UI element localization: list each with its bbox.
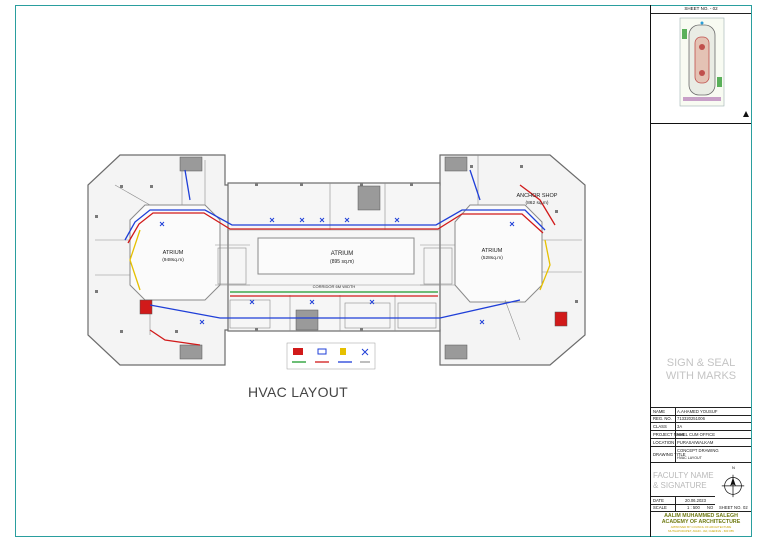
- tb-separator: [675, 439, 676, 446]
- hvac-legend: [286, 342, 376, 370]
- tb-value: 713320251006: [677, 416, 705, 421]
- atrium-right-label: ATRIUM: [482, 248, 503, 254]
- tb-row-class: CLASS 3A: [651, 423, 751, 431]
- atrium-left-area: (948sq.m): [162, 257, 184, 263]
- tb-label: LOCATION: [653, 440, 675, 445]
- tb-sheet-value: 02: [743, 505, 748, 510]
- tb-label: PROJECT NAME: [653, 432, 686, 437]
- north-arrow-small-icon: [743, 111, 749, 117]
- tb-label: DRAWING TITLE: [653, 452, 686, 457]
- sign-seal-line1: SIGN & SEAL: [666, 357, 736, 369]
- tb-value-sub: HVAC LAYOUT: [677, 456, 702, 460]
- tb-separator: [675, 447, 676, 462]
- tb-value: A.AHAMED YOUSUF: [677, 409, 718, 414]
- tb-row-project-name: PROJECT NAME MALL CUM OFFICE: [651, 431, 751, 439]
- service-cores: [139, 156, 568, 360]
- central-atrium-void: [257, 237, 415, 275]
- shop-partitions: [95, 155, 582, 341]
- tb-row-location: LOCATION PURASAIWALKAM: [651, 439, 751, 447]
- key-plan-divider: [651, 123, 751, 124]
- north-compass-icon: [721, 474, 745, 498]
- academy-sub1: APPROVED BY COUNCIL OF ARCHITECTURE: [670, 525, 732, 529]
- academy-address: APPROVED BY COUNCIL OF ARCHITECTURE MUTH…: [651, 525, 751, 533]
- tb-separator: [675, 497, 676, 504]
- tb-separator: [675, 504, 676, 511]
- tb-row-scale: SCALE 1 : 500 NO SHEET NO. 02: [651, 504, 751, 512]
- tb-value-nts: NO: [707, 505, 714, 510]
- academy-line1: AALIM MUHAMMED SALEGH: [664, 513, 738, 519]
- corridor-label: CORRIDOR 6M WIDTH: [313, 284, 356, 289]
- key-plan-thumbnail: [679, 17, 725, 107]
- sheet-border: [15, 5, 752, 537]
- atrium-center-area: (895 sq.m): [330, 259, 354, 265]
- tb-row-drawing-title: DRAWING TITLE CONCEPT DRAWING HVAC LAYOU…: [651, 447, 751, 463]
- sign-seal-line2: WITH MARKS: [665, 370, 737, 382]
- tb-value: 20.06.2023: [685, 498, 706, 503]
- tb-value: MALL CUM OFFICE: [677, 432, 716, 437]
- tb-label: CLASS: [653, 424, 667, 429]
- tb-row-date: DATE 20.06.2023: [651, 496, 715, 505]
- tb-sheet-label: SHEET NO.: [719, 505, 742, 510]
- faculty-signature-placeholder: FACULTY NAME & SIGNATURE: [653, 471, 714, 491]
- atrium-left-label: ATRIUM: [163, 250, 184, 256]
- tb-row-reg-no: REG. NO. 713320251006: [651, 415, 751, 423]
- academy-line2: ACADEMY OF ARCHITECTURE: [661, 519, 741, 525]
- layout-title: HVAC LAYOUT: [248, 384, 349, 400]
- tb-label: REG. NO.: [653, 416, 672, 421]
- tb-separator: [675, 415, 676, 422]
- atrium-right-area: (528sq.m): [481, 255, 503, 261]
- atrium-center-label: ATRIUM: [331, 251, 354, 257]
- anchor-shop-label: ANCHOR SHOP: [517, 193, 558, 199]
- north-label: N: [732, 465, 735, 470]
- left-atrium-void: [129, 204, 221, 301]
- tb-label: SCALE: [653, 505, 667, 510]
- tb-value: 3A: [677, 424, 683, 429]
- hvac-diffusers: [159, 217, 515, 325]
- tb-value: 1 : 500: [687, 505, 700, 510]
- tb-separator: [675, 431, 676, 438]
- tb-separator: [675, 423, 676, 430]
- faculty-line2: & SIGNATURE: [653, 481, 707, 490]
- tb-label: DATE: [653, 498, 664, 503]
- academy-name: AALIM MUHAMMED SALEGH ACADEMY OF ARCHITE…: [651, 513, 751, 525]
- title-block: SHEET NO. - 02 SIGN & SEAL WITH MARKS NA…: [650, 5, 752, 537]
- tb-value: CONCEPT DRAWING: [677, 448, 719, 453]
- anchor-shop-area: (862 sq.m): [526, 200, 549, 206]
- faculty-line1: FACULTY NAME: [653, 471, 714, 480]
- hvac-floor-plan: ATRIUM (948sq.m) ATRIUM (895 sq.m) ATRIU…: [87, 154, 586, 370]
- tb-label: NAME: [653, 409, 666, 414]
- tb-row-name: NAME A.AHAMED YOUSUF: [651, 407, 751, 416]
- tb-value: PURASAIWALKAM: [677, 440, 714, 445]
- sign-seal-placeholder: SIGN & SEAL WITH MARKS: [651, 357, 751, 383]
- sheet-number-header: SHEET NO. - 02: [651, 5, 751, 14]
- right-atrium-void: [454, 204, 543, 303]
- structural-columns: [95, 165, 578, 333]
- academy-sub2: MUTHAPUDUPET, AVADI - IAF, CHENNAI - 600…: [668, 528, 734, 533]
- tb-separator: [675, 408, 676, 415]
- hvac-supply-ducts: [124, 169, 556, 346]
